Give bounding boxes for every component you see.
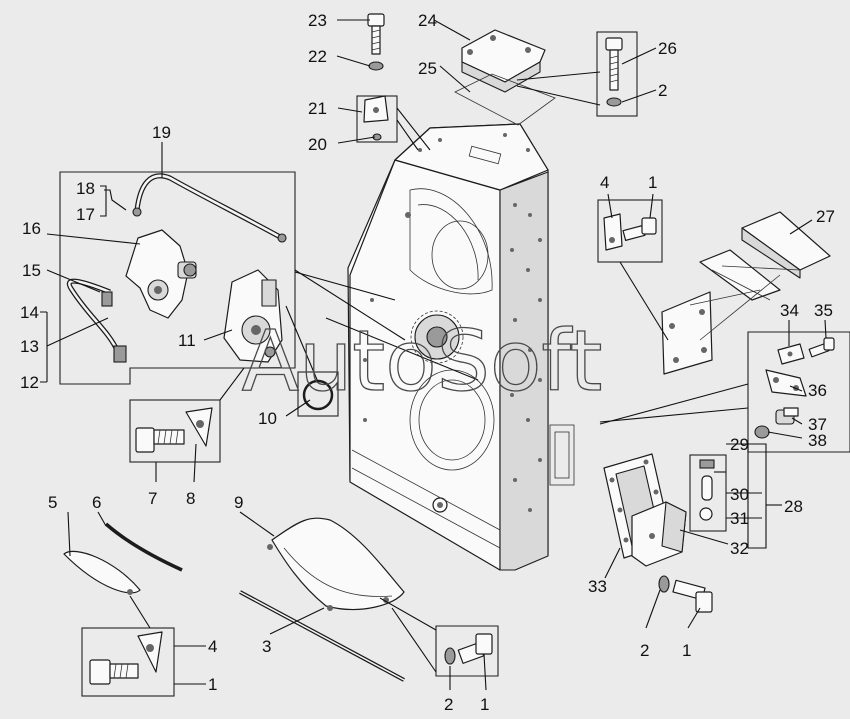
callout-27: 27 xyxy=(816,207,835,226)
callout-10: 10 xyxy=(258,409,277,428)
callout-30: 30 xyxy=(730,485,749,504)
callout-35: 35 xyxy=(814,301,833,320)
callout-14: 14 xyxy=(20,303,39,322)
callout-25: 25 xyxy=(418,59,437,78)
right-bracket-group xyxy=(597,199,850,453)
callout-20: 20 xyxy=(308,135,327,154)
top-cover-group xyxy=(356,13,638,151)
callout-2-bottom: 2 xyxy=(444,695,453,714)
watermark-text: AutoSoft xyxy=(242,312,603,410)
callout-12: 12 xyxy=(20,373,39,392)
callout-19: 19 xyxy=(152,123,171,142)
callout-8: 8 xyxy=(186,489,195,508)
callout-4-lower: 4 xyxy=(208,637,217,656)
oil-deflector-group xyxy=(63,517,499,697)
callout-5: 5 xyxy=(48,493,57,512)
callout-13: 13 xyxy=(20,337,39,356)
callout-3: 3 xyxy=(262,637,271,656)
callout-11: 11 xyxy=(178,331,196,350)
callout-31: 31 xyxy=(730,509,749,528)
callout-34: 34 xyxy=(780,301,799,320)
callout-32: 32 xyxy=(730,539,749,558)
callout-1-lower-left: 1 xyxy=(208,675,217,694)
callout-labels: 23 22 21 20 24 25 26 2 19 18 17 16 15 14… xyxy=(20,11,835,714)
callout-23: 23 xyxy=(308,11,327,30)
gearbox-housing xyxy=(347,123,575,571)
oil-pump-group xyxy=(59,171,479,463)
callout-18: 18 xyxy=(76,179,95,198)
callout-22: 22 xyxy=(308,47,327,66)
callout-7: 7 xyxy=(148,489,157,508)
callout-26: 26 xyxy=(658,39,677,58)
callout-16: 16 xyxy=(22,219,41,238)
callout-36: 36 xyxy=(808,381,827,400)
callout-2-right: 2 xyxy=(640,641,649,660)
callout-29: 29 xyxy=(730,435,749,454)
callout-21: 21 xyxy=(308,99,327,118)
group-brackets xyxy=(100,185,782,549)
side-cover-group xyxy=(603,453,727,613)
callout-17: 17 xyxy=(76,205,95,224)
callout-15: 15 xyxy=(22,261,41,280)
callout-1-upper: 1 xyxy=(648,173,657,192)
callout-24: 24 xyxy=(418,11,437,30)
callout-9: 9 xyxy=(234,493,243,512)
callout-6: 6 xyxy=(92,493,101,512)
callout-1-right: 1 xyxy=(682,641,691,660)
callout-28: 28 xyxy=(784,497,803,516)
callout-33: 33 xyxy=(588,577,607,596)
callout-4-upper: 4 xyxy=(600,173,609,192)
callout-1-bottom: 1 xyxy=(480,695,489,714)
callout-37: 37 xyxy=(808,415,827,434)
callout-38: 38 xyxy=(808,431,827,450)
callout-2-top: 2 xyxy=(658,81,667,100)
